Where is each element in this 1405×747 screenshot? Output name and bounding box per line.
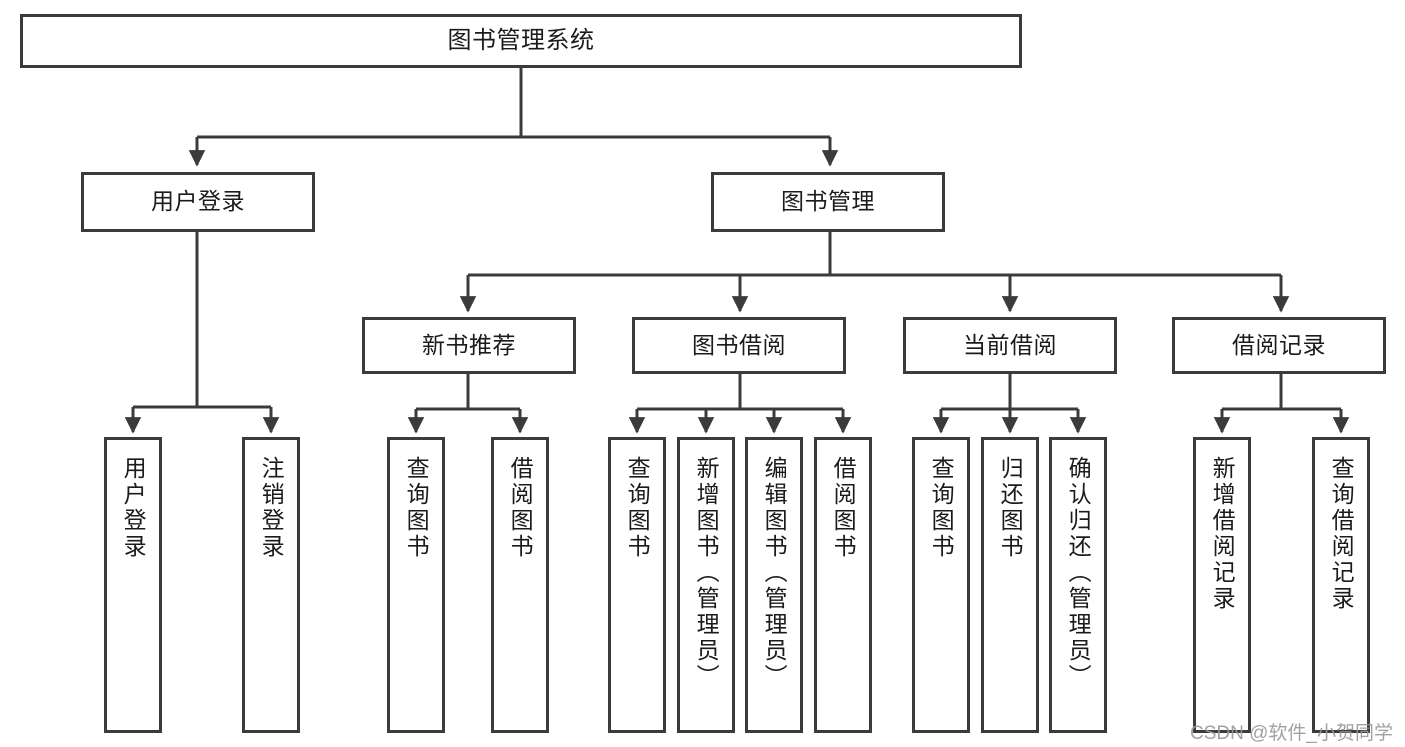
node-borrow-records[interactable]: 借阅记录 xyxy=(1172,317,1386,374)
node-label: 借阅记录 xyxy=(1232,331,1326,358)
leaf-recommend-borrow-book[interactable]: 借阅图书 xyxy=(491,437,549,733)
node-root[interactable]: 图书管理系统 xyxy=(20,14,1022,68)
node-label: 图书管理系统 xyxy=(447,26,595,54)
leaf-recommend-query-book[interactable]: 查询图书 xyxy=(387,437,445,733)
node-label: 编辑图书（管理员） xyxy=(761,456,788,690)
leaf-user-login[interactable]: 用户登录 xyxy=(104,437,162,733)
node-user-login[interactable]: 用户登录 xyxy=(81,172,315,232)
node-label: 查询图书 xyxy=(928,456,955,560)
leaf-user-logout[interactable]: 注销登录 xyxy=(242,437,300,733)
node-book-borrow[interactable]: 图书借阅 xyxy=(632,317,846,374)
node-label: 查询图书 xyxy=(624,456,651,560)
node-new-book-recommend[interactable]: 新书推荐 xyxy=(362,317,576,374)
node-label: 当前借阅 xyxy=(963,331,1057,358)
leaf-current-query-book[interactable]: 查询图书 xyxy=(912,437,970,733)
node-label: 新增图书（管理员） xyxy=(693,456,720,690)
node-current-borrow[interactable]: 当前借阅 xyxy=(903,317,1117,374)
node-label: 用户登录 xyxy=(151,188,245,215)
leaf-borrow-add-book-admin[interactable]: 新增图书（管理员） xyxy=(677,437,735,733)
node-label: 图书管理 xyxy=(781,188,875,215)
leaf-borrow-borrow-book[interactable]: 借阅图书 xyxy=(814,437,872,733)
node-label: 确认归还（管理员） xyxy=(1065,456,1092,690)
node-label: 图书借阅 xyxy=(692,331,786,358)
node-label: 新书推荐 xyxy=(422,331,516,358)
node-label: 借阅图书 xyxy=(507,456,534,560)
watermark-csdn: CSDN @软件_小贺同学 xyxy=(1190,723,1393,744)
leaf-borrow-edit-book-admin[interactable]: 编辑图书（管理员） xyxy=(745,437,803,733)
leaf-current-confirm-return-admin[interactable]: 确认归还（管理员） xyxy=(1049,437,1107,733)
leaf-records-query-record[interactable]: 查询借阅记录 xyxy=(1312,437,1370,733)
leaf-borrow-query-book[interactable]: 查询图书 xyxy=(608,437,666,733)
node-label: 归还图书 xyxy=(997,456,1024,560)
leaf-records-add-record[interactable]: 新增借阅记录 xyxy=(1193,437,1251,733)
node-book-management[interactable]: 图书管理 xyxy=(711,172,945,232)
node-label: 用户登录 xyxy=(120,456,147,560)
node-label: 新增借阅记录 xyxy=(1209,456,1236,612)
node-label: 查询图书 xyxy=(403,456,430,560)
node-label: 借阅图书 xyxy=(830,456,857,560)
node-label: 查询借阅记录 xyxy=(1328,456,1355,612)
leaf-current-return-book[interactable]: 归还图书 xyxy=(981,437,1039,733)
node-label: 注销登录 xyxy=(258,456,285,560)
